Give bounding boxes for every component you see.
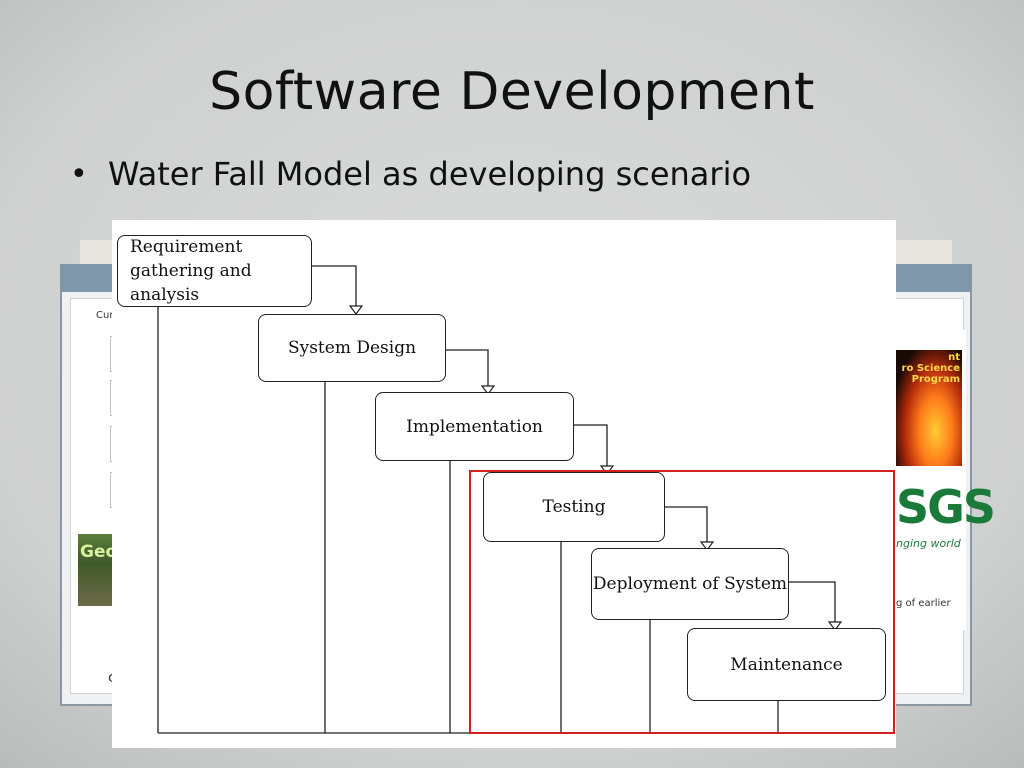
slide-title: Software Development: [209, 62, 815, 122]
screenshot-note: g of earlier: [896, 598, 951, 609]
fire-logo-text: nt ro Science Program: [902, 352, 960, 385]
fire-science-logo: nt ro Science Program: [896, 350, 962, 466]
arrow-line: [665, 506, 708, 542]
fire-logo-line-2: ro Science: [901, 363, 960, 374]
arrow-line: [574, 424, 608, 466]
arrowhead-icon: [348, 305, 364, 315]
fire-logo-line-1: nt: [948, 352, 960, 363]
stage-maintenance: Maintenance: [687, 628, 886, 701]
arrowhead-icon: [699, 541, 715, 551]
arrow-line: [446, 349, 489, 386]
arrowhead-icon: [827, 621, 843, 631]
stage-testing: Testing: [483, 472, 665, 542]
screenshot-label-fragment: Cur: [96, 310, 114, 321]
bullet-item: • Water Fall Model as developing scenari…: [70, 155, 751, 193]
agency-tagline: nging world: [896, 537, 961, 550]
geo-text: Geo: [80, 542, 114, 562]
stage-implementation: Implementation: [375, 392, 574, 461]
screenshot-text-fragment: c: [108, 670, 116, 686]
arrow-line: [789, 581, 836, 622]
stage-system-design: System Design: [258, 314, 446, 382]
geo-thumbnail: Geo: [78, 534, 114, 606]
bullet-dot-icon: •: [70, 156, 88, 192]
stage-deployment: Deployment of System: [591, 548, 789, 620]
arrow-line: [312, 265, 357, 306]
logos-column: nt ro Science Program SGS nging world g …: [896, 330, 996, 630]
arrowhead-icon: [480, 385, 496, 395]
bullet-text: Water Fall Model as developing scenario: [108, 155, 752, 193]
highlight-box: [469, 470, 895, 734]
fire-logo-line-3: Program: [911, 374, 960, 385]
stage-requirements: Requirement gathering and analysis: [117, 235, 312, 307]
waterfall-diagram: Requirement gathering and analysis Syste…: [112, 220, 896, 748]
diagram-connectors: [157, 265, 843, 734]
agency-logo: SGS: [896, 480, 996, 534]
